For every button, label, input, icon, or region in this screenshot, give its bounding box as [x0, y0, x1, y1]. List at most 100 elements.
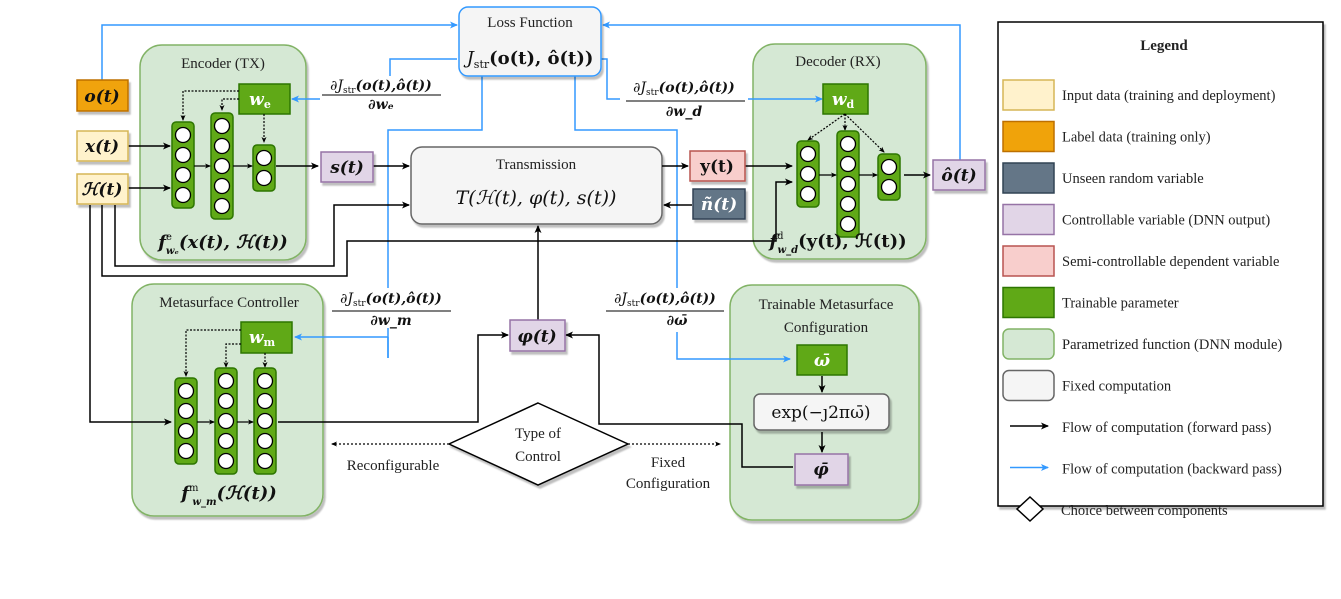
- encoder-weights: we: [238, 83, 291, 115]
- neuron: [174, 146, 192, 164]
- node-y: y(t): [689, 150, 746, 182]
- legend-item-input: Input data (training and deployment): [1002, 79, 1276, 111]
- fixed-label-1: Fixed: [651, 455, 686, 471]
- neuron: [217, 452, 235, 470]
- edge-H-to-transmission: [114, 201, 410, 267]
- neuron: [256, 452, 274, 470]
- phi-bar-node: φ̄: [794, 453, 849, 486]
- svg-text:φ(t): φ(t): [517, 327, 556, 347]
- neuron: [839, 215, 857, 233]
- legend-label: Flow of computation (forward pass): [1062, 420, 1272, 436]
- legend-item-controllable: Controllable variable (DNN output): [1002, 203, 1270, 236]
- neuron: [880, 158, 898, 176]
- legend-item-trainable: Trainable parameter: [1002, 286, 1179, 319]
- backward-edge-loss-to-omega: [574, 76, 790, 359]
- legend-label: Parametrized function (DNN module): [1062, 337, 1282, 353]
- edge-H-to-controller: [89, 205, 172, 426]
- legend-label: Trainable parameter: [1062, 296, 1179, 312]
- decoder-title: Decoder (RX): [795, 54, 880, 70]
- node-s: s(t): [320, 151, 374, 183]
- decoder-layer-3: [877, 153, 901, 201]
- svg-text:we: we: [249, 90, 271, 111]
- transmission-title: Transmission: [496, 157, 577, 173]
- gradient-label-wd: ∂Jstr(o(t),ô(t)) ∂w_d: [622, 78, 746, 120]
- legend-label: Flow of computation (backward pass): [1062, 462, 1282, 478]
- svg-text:ô(t): ô(t): [941, 166, 976, 186]
- encoder-layers: [171, 112, 276, 220]
- neuron: [839, 175, 857, 193]
- node-o: o(t): [76, 79, 129, 112]
- neuron: [256, 392, 274, 410]
- backward-edge-o-to-loss: [101, 21, 458, 80]
- loss-function-title: Loss Function: [487, 15, 573, 31]
- neuron: [177, 442, 195, 460]
- legend-label: Semi-controllable dependent variable: [1062, 254, 1279, 270]
- neuron: [174, 166, 192, 184]
- transmission-formula: T(ℋ(t), φ(t), s(t)): [456, 187, 617, 209]
- neuron: [217, 432, 235, 450]
- controller-layer-3: [253, 367, 277, 475]
- svg-text:exp(−ȷ2πω̄): exp(−ȷ2πω̄): [771, 403, 870, 423]
- neuron: [839, 155, 857, 173]
- svg-text:ω̄: ω̄: [814, 351, 830, 371]
- decoder-layer-2: [836, 130, 860, 238]
- transmission-box: [410, 146, 663, 225]
- gradient-label-omega: ∂Jstr(o(t),ô(t)) ∂ω̄: [604, 288, 726, 329]
- svg-text:∂Jstr(o(t),ô(t)): ∂Jstr(o(t),ô(t)): [340, 291, 442, 309]
- neuron: [256, 372, 274, 390]
- neuron: [839, 195, 857, 213]
- legend-swatch: [1002, 79, 1055, 111]
- controller-layer-1: [174, 377, 198, 465]
- neuron: [213, 137, 231, 155]
- svg-text:x(t): x(t): [84, 137, 119, 157]
- neuron: [213, 197, 231, 215]
- legend-swatch: [1002, 286, 1055, 319]
- legend-swatch: [1002, 203, 1055, 236]
- encoder-layer-2: [210, 112, 234, 220]
- svg-text:∂Jstr(o(t),ô(t)): ∂Jstr(o(t),ô(t)): [633, 80, 735, 98]
- decoder-weight-link-1: [807, 113, 846, 141]
- legend-label: Input data (training and deployment): [1062, 88, 1276, 104]
- controller-weights: wm: [240, 321, 293, 354]
- svg-text:∂Jstr(o(t),ô(t)): ∂Jstr(o(t),ô(t)): [614, 291, 716, 309]
- edge-phibar-to-phi: [565, 331, 793, 468]
- legend-item-unseen: Unseen random variable: [1002, 162, 1204, 194]
- neuron: [174, 126, 192, 144]
- controller-weight-link-2: [223, 343, 241, 368]
- reconfigurable-label: Reconfigurable: [347, 458, 440, 474]
- legend: Legend Input data (training and deployme…: [997, 21, 1324, 523]
- svg-text:∂wₑ: ∂wₑ: [368, 97, 394, 113]
- svg-text:φ̄: φ̄: [813, 460, 829, 480]
- legend-item-semi: Semi-controllable dependent variable: [1002, 245, 1279, 277]
- legend-swatch: [1002, 328, 1055, 360]
- neuron: [217, 412, 235, 430]
- backward-edge-ohat-to-loss: [602, 21, 961, 160]
- legend-diamond-icon: [1015, 495, 1045, 523]
- svg-text:wm: wm: [249, 328, 276, 349]
- legend-swatch: [1002, 120, 1055, 153]
- svg-text:o(t): o(t): [84, 87, 119, 107]
- fixed-label-2: Configuration: [626, 476, 711, 492]
- svg-text:y(t): y(t): [699, 157, 734, 177]
- gradient-label-wm: ∂Jstr(o(t),ô(t)) ∂w_m: [330, 288, 452, 329]
- legend-label: Unseen random variable: [1062, 171, 1204, 187]
- controller-layer-2: [214, 367, 238, 475]
- neuron: [177, 402, 195, 420]
- svg-text:∂w_m: ∂w_m: [370, 313, 411, 329]
- legend-item-label: Label data (training only): [1002, 120, 1211, 153]
- legend-swatch: [1002, 245, 1055, 277]
- svg-text:ℋ(t): ℋ(t): [82, 180, 123, 200]
- legend-label: Choice between components: [1061, 503, 1228, 519]
- svg-text:∂ω̄: ∂ω̄: [667, 313, 688, 329]
- legend-label: Fixed computation: [1062, 379, 1172, 395]
- encoder-layer-1: [171, 121, 195, 209]
- trainable-config-title-1: Trainable Metasurface: [759, 297, 894, 313]
- decoder-layers: [796, 130, 901, 238]
- neuron: [177, 382, 195, 400]
- neuron: [256, 432, 274, 450]
- node-n: ñ(t): [692, 188, 746, 220]
- loss-function-box: [458, 6, 602, 77]
